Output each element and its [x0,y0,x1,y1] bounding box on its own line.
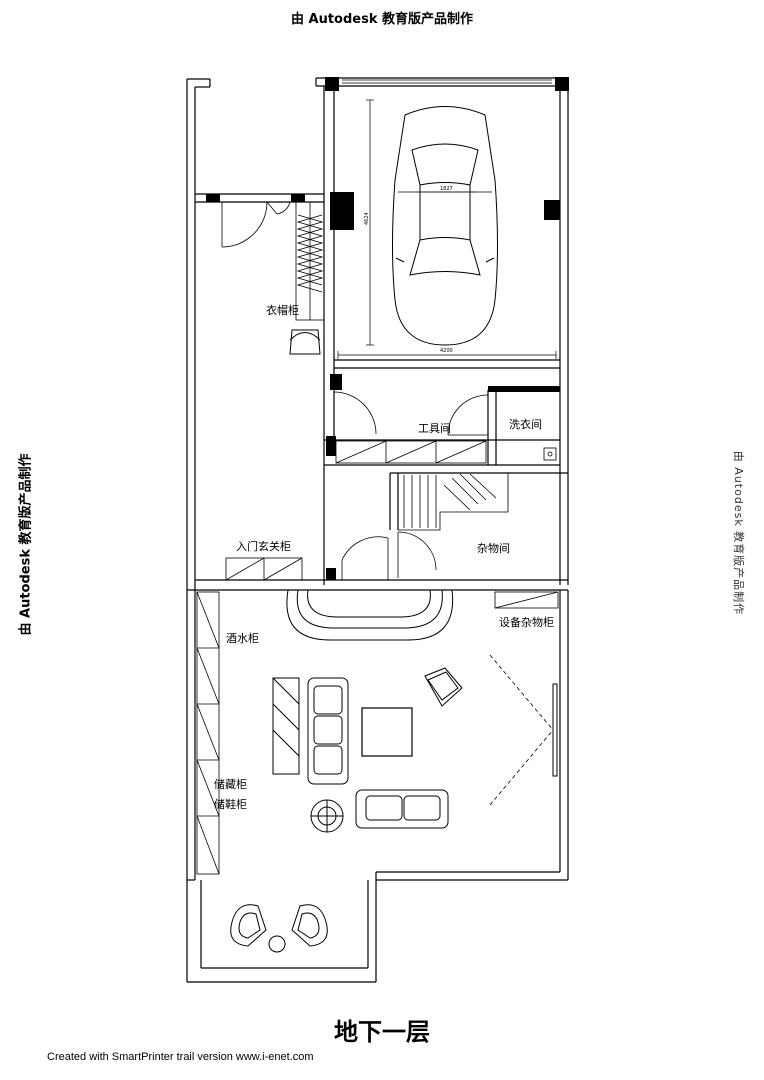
dimension-lines [337,99,557,359]
coffee-table [361,707,413,757]
label-shoe-cabinet: 储鞋柜 [214,797,247,811]
footer-credit: Created with SmartPrinter trail version … [47,1051,314,1063]
watermark-top: 由 Autodesk 教育版产品制作 [290,12,474,27]
car [392,106,498,346]
curved-steps [286,589,454,641]
label-storage-room: 杂物间 [477,541,510,555]
terrace-chair-right [291,904,328,947]
tv-cabinet [272,677,300,775]
label-entry-cabinet: 入门玄关柜 [236,539,291,553]
garage-width-dimension: 4200 [440,348,453,354]
sofa-three-seat [307,677,349,785]
car-width-dimension: 1827 [440,186,453,192]
sofa-two-seat [355,789,449,829]
terrace-table [268,935,286,953]
side-table-lamp [310,799,344,833]
armchair [424,667,463,707]
garage-door [342,79,552,84]
wardrobe-cabinet [295,201,325,321]
terrace-chair-left [230,904,267,947]
tool-room-door [333,391,489,436]
equipment-cabinet [494,591,559,609]
wine-cabinet [196,591,220,875]
walls [186,77,569,983]
entry-cabinet [225,557,303,581]
label-equipment-storage: 设备杂物柜 [499,615,554,629]
label-wardrobe: 衣帽柜 [266,303,299,317]
columns [206,77,569,580]
stairs [397,473,509,531]
floor-title: 地下一层 [334,1018,430,1046]
label-laundry: 洗衣间 [509,417,542,431]
label-wine-cabinet: 酒水柜 [226,632,259,645]
chair [289,329,321,355]
label-storage-cabinet: 储藏柜 [214,777,247,791]
door [221,201,291,248]
tool-cabinet [335,440,487,464]
floor-drain [543,447,557,461]
projection-screen [552,683,558,777]
label-tool-room: 工具间 [418,422,451,435]
projection-lines [489,654,554,806]
garage-depth-dimension: 4624 [364,212,370,225]
entry-door [341,531,437,580]
